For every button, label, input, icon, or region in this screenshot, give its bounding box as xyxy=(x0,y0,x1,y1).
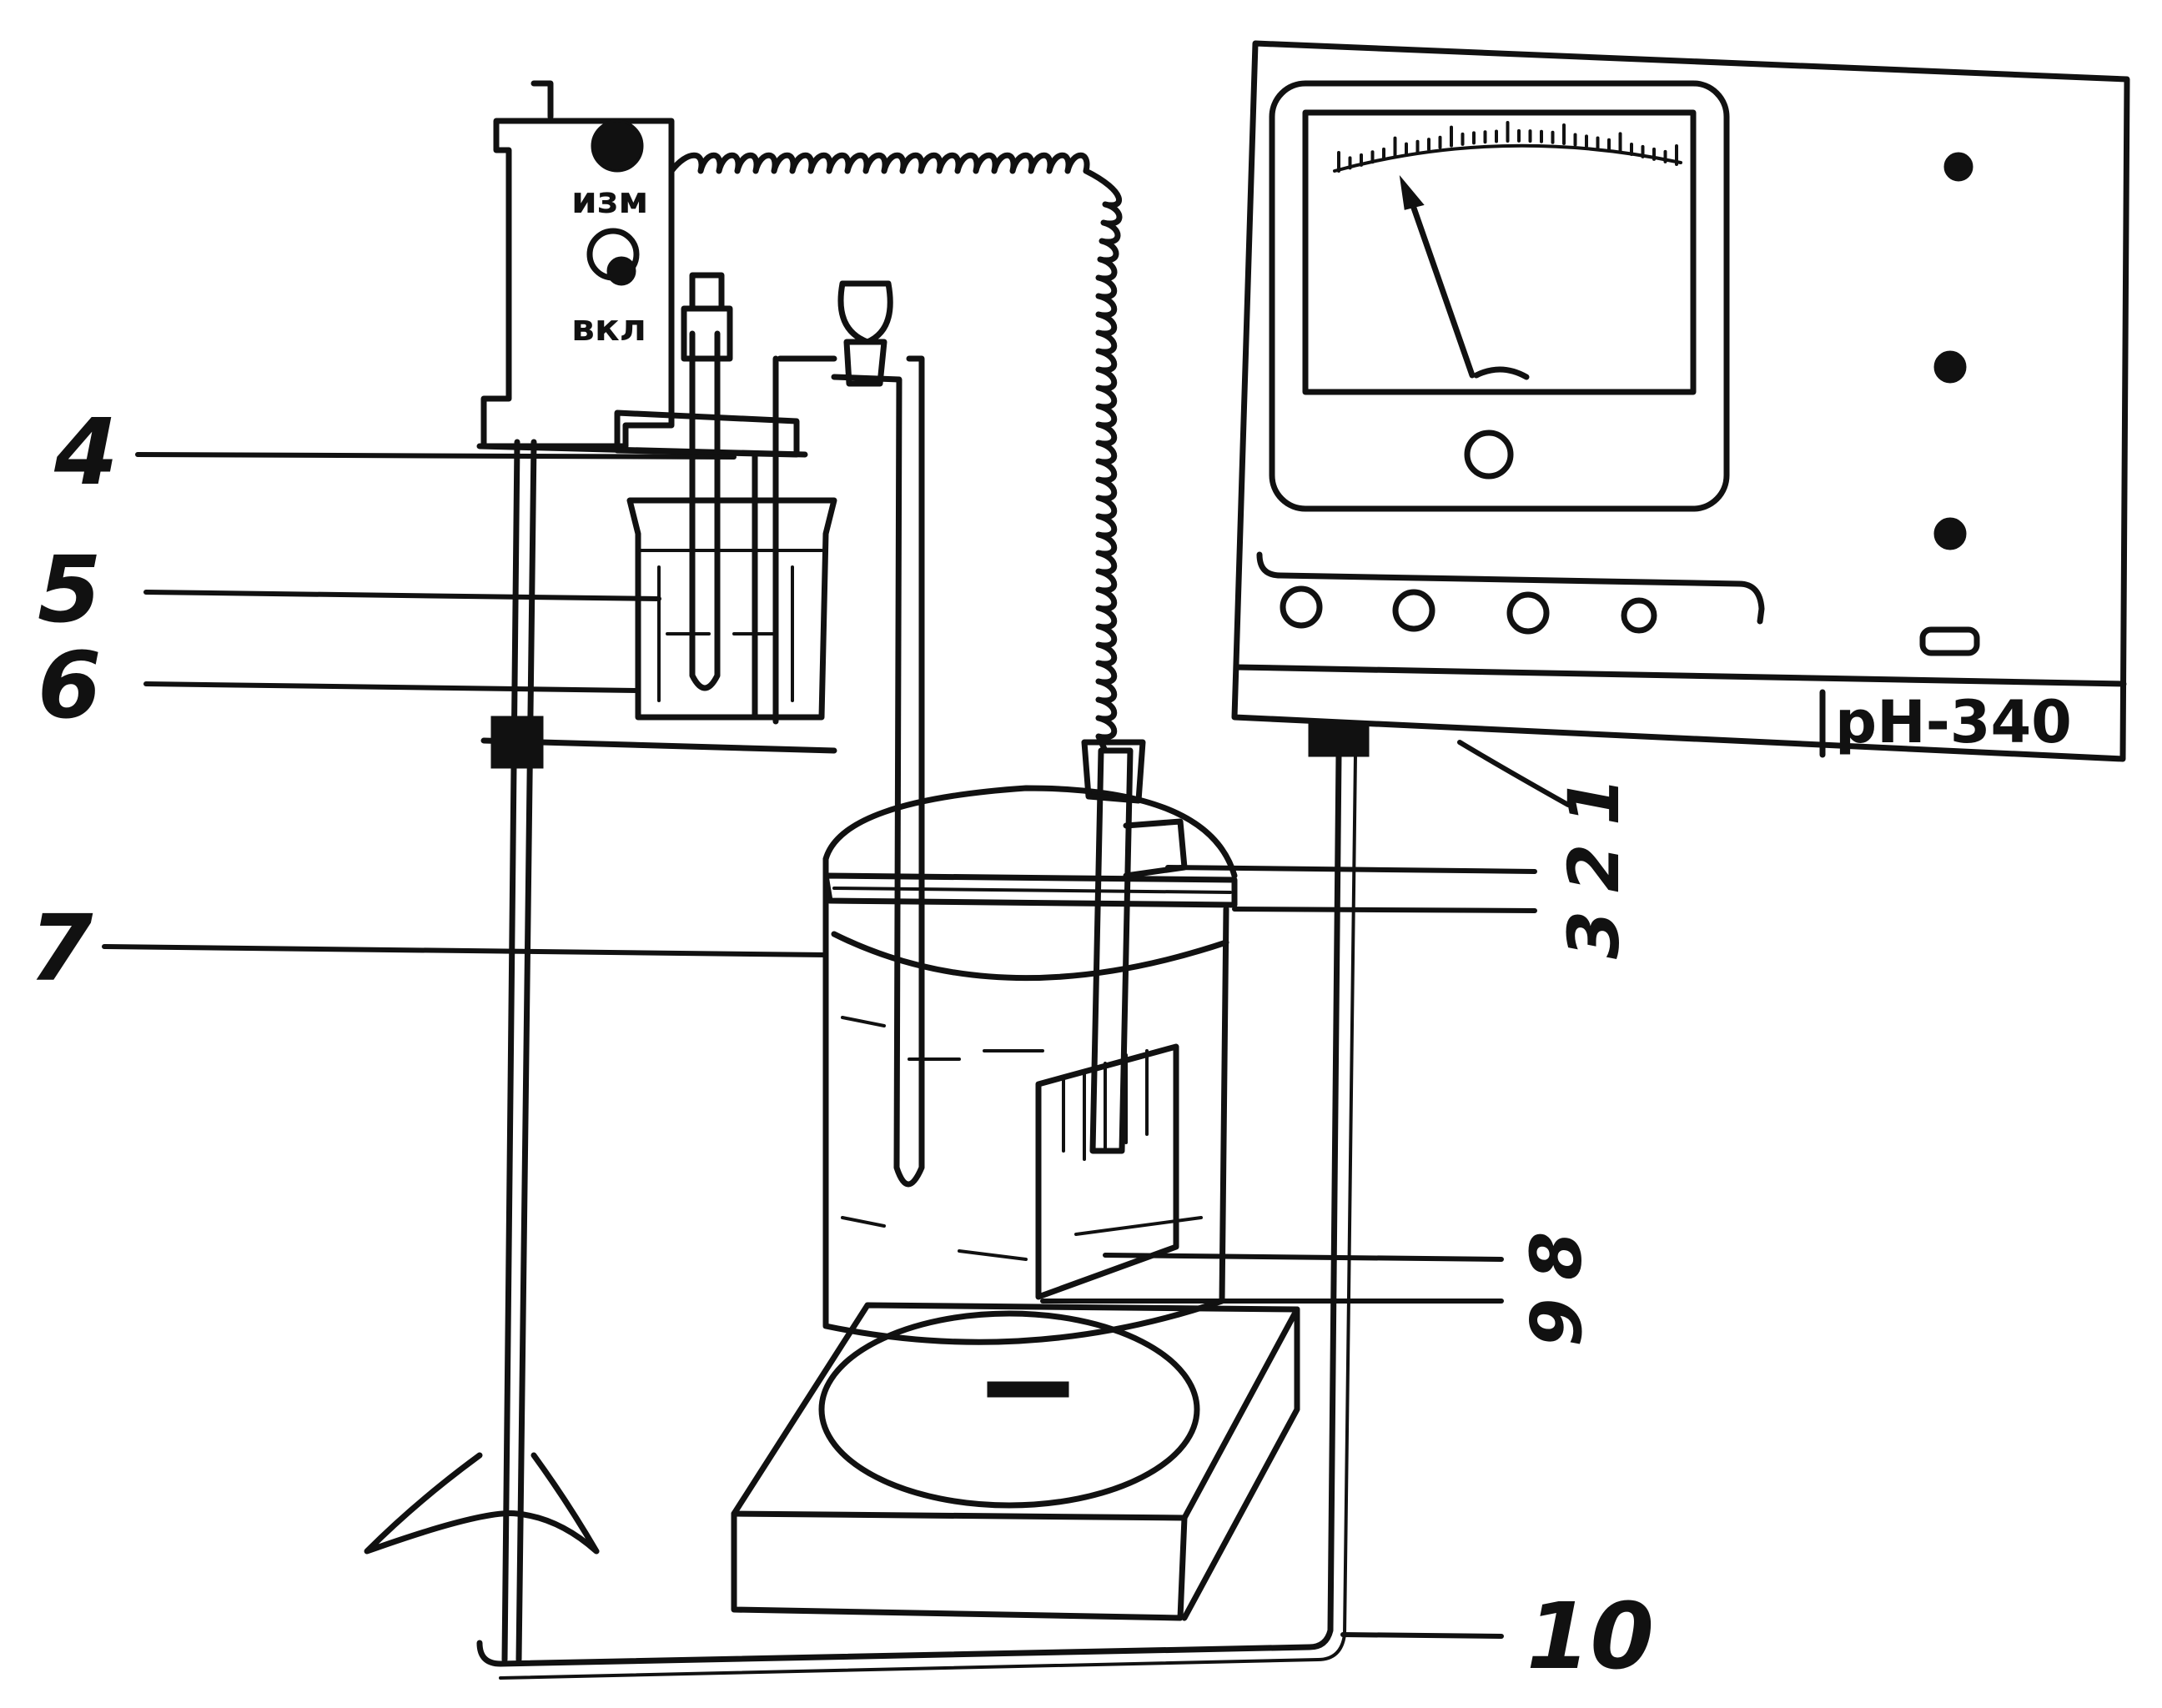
meter-base-line xyxy=(1233,664,2127,687)
callout-6: 6 xyxy=(38,632,102,739)
vessel-lid-top xyxy=(822,785,1238,879)
meter-needle-tip xyxy=(1399,174,1425,210)
leader-8 xyxy=(1103,1253,1504,1262)
callout-3: 3 xyxy=(1553,911,1635,959)
stir-bar xyxy=(987,1381,1069,1398)
magnetic-stirrer xyxy=(731,1302,1300,1621)
indicator-electrode-cap xyxy=(1081,739,1146,804)
vessel-graduation-1 xyxy=(841,1016,1044,1061)
glass-electrode-top xyxy=(689,272,725,312)
burette-stopcock-bulb xyxy=(837,280,893,345)
meter-indicator-1 xyxy=(1943,152,1973,182)
switch-label-on: вкл xyxy=(571,307,646,349)
vessel-body xyxy=(822,856,1229,1345)
burette-tube xyxy=(777,280,925,1188)
stirrer-plate xyxy=(818,1310,1200,1509)
meter-indicator-3 xyxy=(1933,517,1967,550)
stirrer-side xyxy=(1181,1306,1300,1621)
callout-4: 4 xyxy=(53,399,118,505)
meter-needle-pivot xyxy=(1473,366,1530,380)
leader-6 xyxy=(143,681,641,693)
switch-label-measure: изм xyxy=(571,179,648,222)
leader-7 xyxy=(102,944,828,957)
switch-box-body xyxy=(480,118,675,450)
meter-scale-face xyxy=(1302,109,1697,395)
meter-power-switch xyxy=(1919,626,1980,656)
glass-electrode xyxy=(689,330,721,691)
callout-5: 5 xyxy=(38,536,102,643)
burette-stopcock xyxy=(843,339,887,387)
electrode-holder-bar xyxy=(614,409,800,458)
titration-vessel xyxy=(822,739,1238,1345)
stirrer-top xyxy=(731,1302,1300,1521)
meter-connector xyxy=(1308,722,1370,757)
meter-scale-arc xyxy=(1333,143,1682,173)
cable-10 xyxy=(476,751,1342,1667)
meter-needle xyxy=(1406,193,1476,379)
leader-1 xyxy=(1457,740,1571,807)
leader-5 xyxy=(143,590,661,601)
switch-terminal-dot xyxy=(606,256,636,286)
stand-rod-outline xyxy=(515,439,537,1663)
meter-scale-ticks xyxy=(1337,121,1678,173)
leader-10 xyxy=(1340,1632,1504,1639)
switch-terminal-top xyxy=(591,119,644,173)
tripod-foot xyxy=(364,1452,600,1555)
meter-knob-2 xyxy=(1392,589,1435,632)
meter-zero-knob xyxy=(1464,430,1514,480)
indicator-electrode xyxy=(1089,747,1134,1154)
lid-port xyxy=(1123,818,1188,879)
meter-knob-4 xyxy=(1621,597,1657,634)
small-beaker-assembly xyxy=(480,272,837,769)
coiled-electrode-wire xyxy=(668,152,1123,754)
stand-rod xyxy=(501,439,520,1663)
meter-panel-recess xyxy=(1256,551,1765,625)
vessel-lid-texture xyxy=(832,887,1232,894)
meter-indicator-2 xyxy=(1933,350,1967,384)
meter-housing xyxy=(1231,40,2130,762)
burette-tube-path xyxy=(777,355,925,1188)
callout-2: 2 xyxy=(1553,844,1635,892)
stirrer-blade-ribs xyxy=(1062,1049,1149,1161)
leader-4 xyxy=(135,452,737,460)
vessel-graduation-2 xyxy=(841,1216,1203,1261)
callout-9: 9 xyxy=(1516,1299,1597,1347)
callout-1: 1 xyxy=(1553,777,1635,826)
meter-window-frame xyxy=(1269,80,1730,512)
small-beaker xyxy=(626,497,837,721)
ph-meter: pH-340 xyxy=(1231,40,2130,762)
small-beaker-walls xyxy=(657,565,794,702)
meter-knob-1 xyxy=(1280,585,1323,629)
stirrer-front xyxy=(731,1510,1188,1621)
vessel-liquid-line xyxy=(831,931,1229,982)
leader-2 xyxy=(1165,865,1537,874)
stirrer-blade xyxy=(1035,1043,1179,1300)
callout-7: 7 xyxy=(29,895,93,1002)
callout-10: 10 xyxy=(1526,1583,1654,1690)
meter-model-label: pH-340 xyxy=(1835,688,2072,756)
shelf-clamp xyxy=(490,716,544,769)
electrode-switch-box: изм вкл xyxy=(480,80,675,450)
leader-3 xyxy=(1232,907,1537,913)
meter-knob-3 xyxy=(1506,591,1550,635)
switch-box-tab xyxy=(530,80,554,120)
callout-8: 8 xyxy=(1516,1232,1597,1280)
